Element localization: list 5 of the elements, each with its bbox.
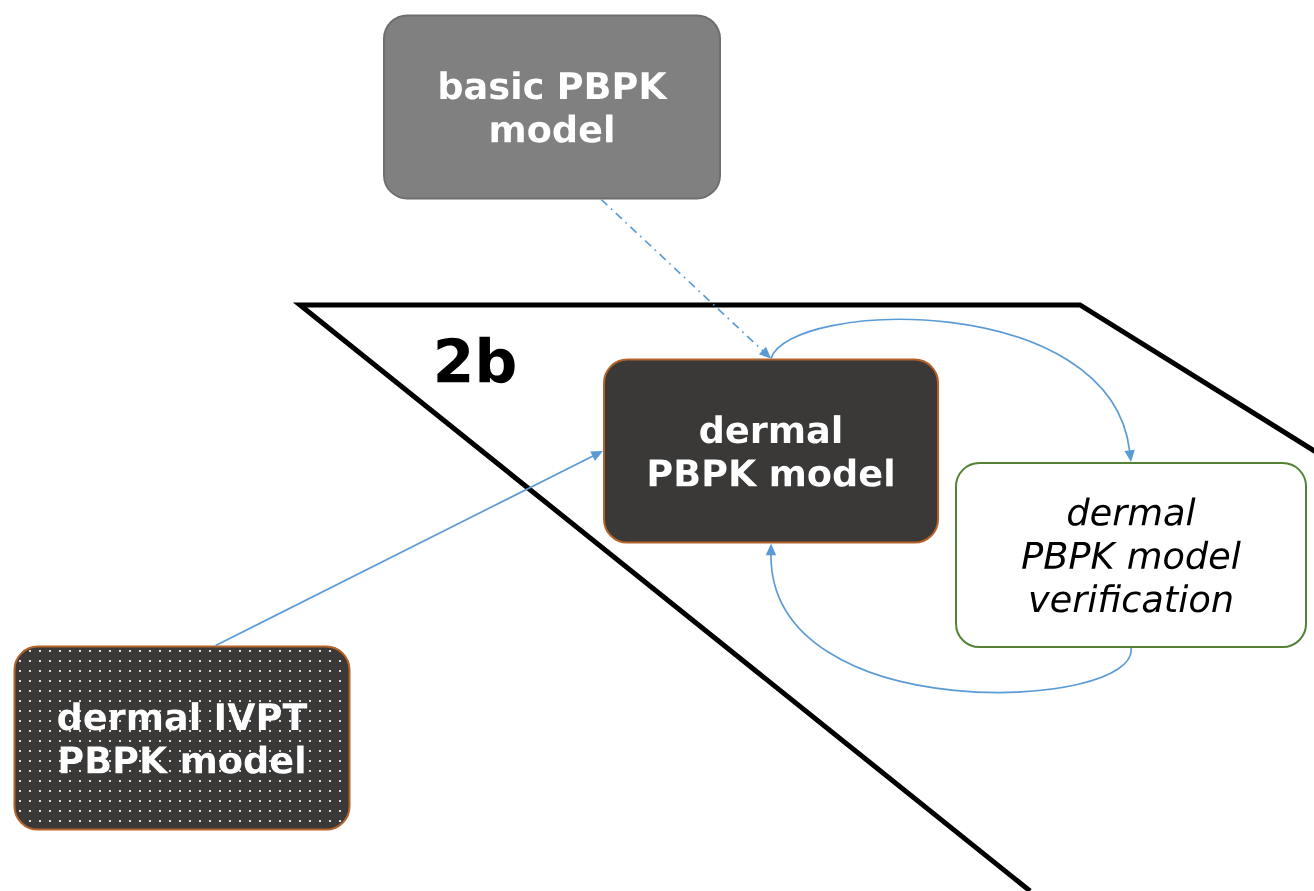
- panel-label: 2b: [437, 336, 515, 384]
- dotted-model-box: dermal IVPT PBPK model: [13, 645, 351, 831]
- model-box: dermal PBPK model: [603, 358, 939, 544]
- basic-model-box: basic PBPK model: [383, 14, 721, 200]
- verification-box: dermal PBPK model verification: [955, 462, 1308, 648]
